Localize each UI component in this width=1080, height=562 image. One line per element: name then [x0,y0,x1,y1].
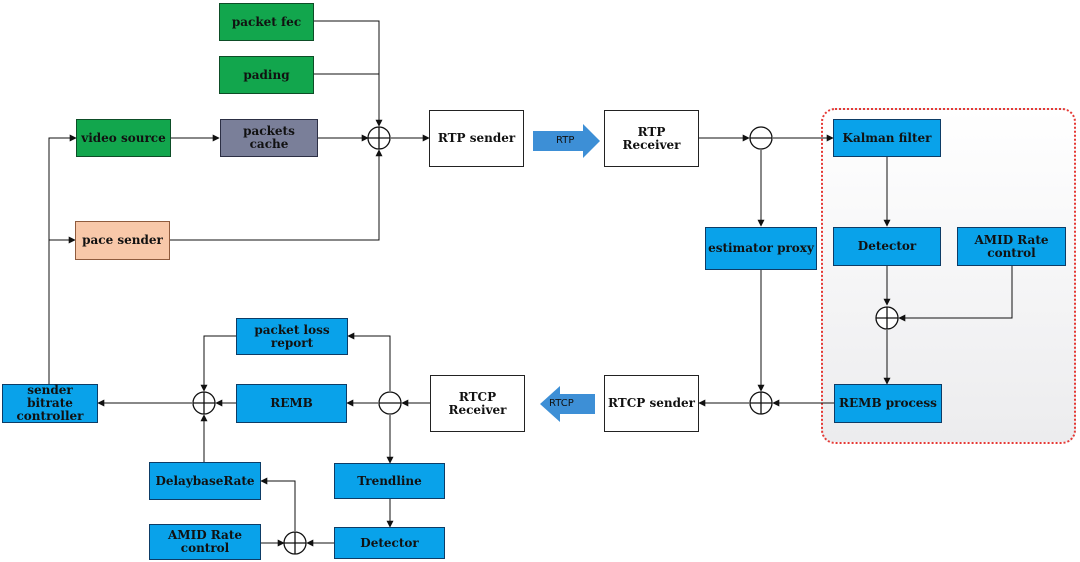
node-amid-rate-right: AMID Rate control [957,227,1066,266]
edge-amid-to-sum [898,266,1013,322]
sum-node-left [192,391,216,415]
node-pading: pading [219,56,314,94]
split-node-rtcp [378,391,402,415]
node-sender-bitrate-controller: sender bitrate controller [2,384,98,423]
edge-split-to-loss-report [347,332,391,391]
edge-controller-to-video [48,134,77,384]
edge-loss-report-to-sum [200,335,236,392]
node-pace-sender: pace sender [75,221,170,260]
node-video-source: video source [76,119,171,157]
node-packet-loss-report-label: packet loss report [254,322,330,350]
node-kalman-filter-label: Kalman filter [842,130,932,145]
node-packet-fec-label: packet fec [231,14,302,29]
node-kalman-filter: Kalman filter [833,119,941,157]
node-packets-cache: packets cache [220,119,318,157]
node-sender-bitrate-controller-label: sender bitrate controller [16,383,84,423]
sum-node-top [367,126,391,150]
node-packet-loss-report: packet loss report [236,318,348,355]
node-trendline: Trendline [334,463,445,499]
node-delaybase-rate-label: DelaybaseRate [155,473,255,488]
node-amid-rate-bottom-label: AMID Rate control [168,528,242,555]
node-amid-rate-right-label: AMID Rate control [974,232,1049,260]
node-rtp-receiver: RTP Receiver [604,110,699,167]
node-trendline-label: Trendline [357,473,422,488]
node-rtcp-sender-label: RTCP sender [608,396,695,410]
node-rtcp-receiver-label: RTCP Receiver [448,389,507,417]
node-estimator-proxy-label: estimator proxy [708,241,814,255]
rtp-flow-label: RTP [556,135,575,146]
node-estimator-proxy: estimator proxy [705,227,817,270]
node-pading-label: pading [243,67,290,82]
rtcp-flow-arrow [540,386,595,422]
node-remb-process: REMB process [834,384,942,423]
rtcp-flow-label: RTCP [549,398,574,409]
node-amid-rate-bottom: AMID Rate control [149,524,261,560]
node-rtcp-receiver: RTCP Receiver [430,375,525,432]
rtp-flow-arrow [533,124,600,158]
node-pace-sender-label: pace sender [82,233,163,247]
node-remb-label: REMB [270,396,313,410]
node-packets-cache-label: packets cache [243,124,295,151]
node-detector-right: Detector [833,227,941,266]
node-remb: REMB [236,384,347,423]
edge-packet-fec-to-sum [314,20,383,127]
node-detector-bottom: Detector [334,527,445,559]
sum-node-right [875,306,899,330]
edge-pace-to-sum [170,149,383,241]
sum-node-bottom [283,531,307,555]
node-packet-fec: packet fec [219,3,314,41]
split-node-rtp [749,126,773,150]
node-video-source-label: video source [81,130,166,145]
node-delaybase-rate: DelaybaseRate [149,462,261,500]
sum-node-rtcp [749,391,773,415]
node-detector-right-label: Detector [857,239,917,253]
node-rtcp-sender: RTCP sender [604,375,699,432]
edge-sum-to-delaybase [260,477,296,531]
node-rtp-sender: RTP sender [429,110,524,167]
node-rtp-sender-label: RTP sender [437,131,516,145]
node-detector-bottom-label: Detector [360,535,419,550]
node-rtp-receiver-label: RTP Receiver [622,124,681,152]
node-remb-process-label: REMB process [839,396,937,410]
